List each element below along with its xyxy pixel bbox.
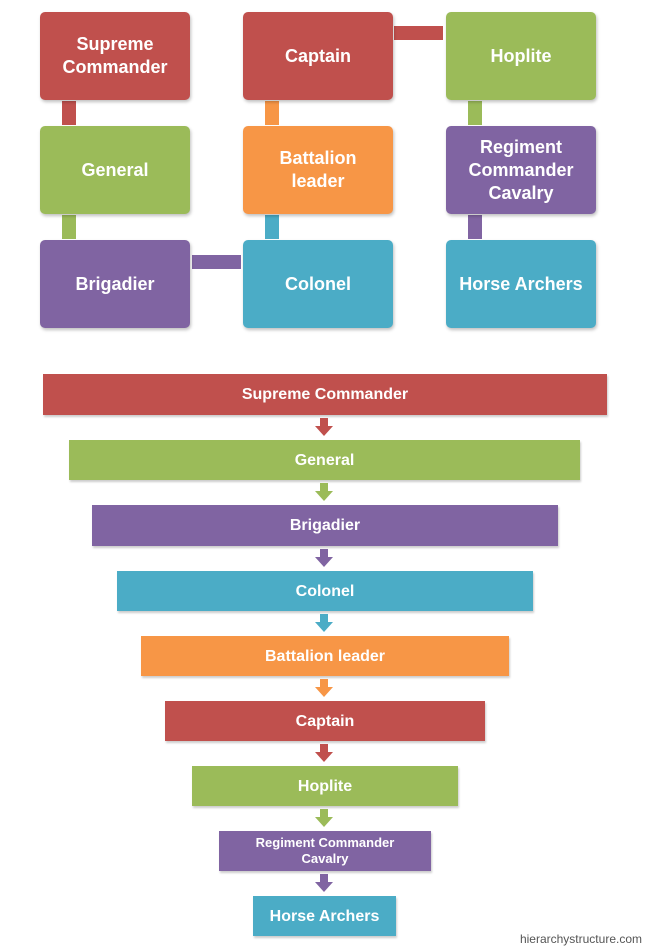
connector-general-brigadier	[62, 215, 76, 239]
flow-bar-colonel: Colonel	[117, 571, 533, 611]
down-arrow-icon	[315, 874, 333, 892]
grid-box-horse-archers: Horse Archers	[446, 240, 596, 328]
site-watermark: hierarchystructure.com	[519, 932, 642, 946]
grid-box-captain: Captain	[243, 12, 393, 100]
down-arrow-icon	[315, 809, 333, 827]
flow-bar-horse-archers: Horse Archers	[253, 896, 396, 936]
down-arrow-icon	[315, 614, 333, 632]
grid-box-battalion-leader: Battalion leader	[243, 126, 393, 214]
flow-bar-supreme-commander: Supreme Commander	[43, 374, 607, 415]
connector-colonel-battalion	[265, 215, 279, 239]
flow-bar-general: General	[69, 440, 580, 480]
connector-battalion-captain	[265, 101, 279, 125]
grid-box-colonel: Colonel	[243, 240, 393, 328]
down-arrow-icon	[315, 744, 333, 762]
connector-brigadier-colonel	[192, 255, 241, 269]
flow-bar-captain: Captain	[165, 701, 485, 741]
grid-box-general: General	[40, 126, 190, 214]
down-arrow-icon	[315, 549, 333, 567]
flow-bar-battalion-leader: Battalion leader	[141, 636, 509, 676]
down-arrow-icon	[315, 679, 333, 697]
connector-hoplite-regiment	[468, 101, 482, 125]
connector-regiment-archers	[468, 215, 482, 239]
down-arrow-icon	[315, 483, 333, 501]
down-arrow-icon	[315, 418, 333, 436]
flow-bar-hoplite: Hoplite	[192, 766, 458, 806]
grid-box-regiment-commander-cavalry: Regiment Commander Cavalry	[446, 126, 596, 214]
connector-captain-hoplite	[394, 26, 443, 40]
flow-bar-brigadier: Brigadier	[92, 505, 558, 546]
flow-bar-regiment-commander-cavalry: Regiment Commander Cavalry	[219, 831, 431, 871]
connector-supreme-general	[62, 101, 76, 125]
grid-box-brigadier: Brigadier	[40, 240, 190, 328]
grid-box-hoplite: Hoplite	[446, 12, 596, 100]
grid-box-supreme-commander: Supreme Commander	[40, 12, 190, 100]
